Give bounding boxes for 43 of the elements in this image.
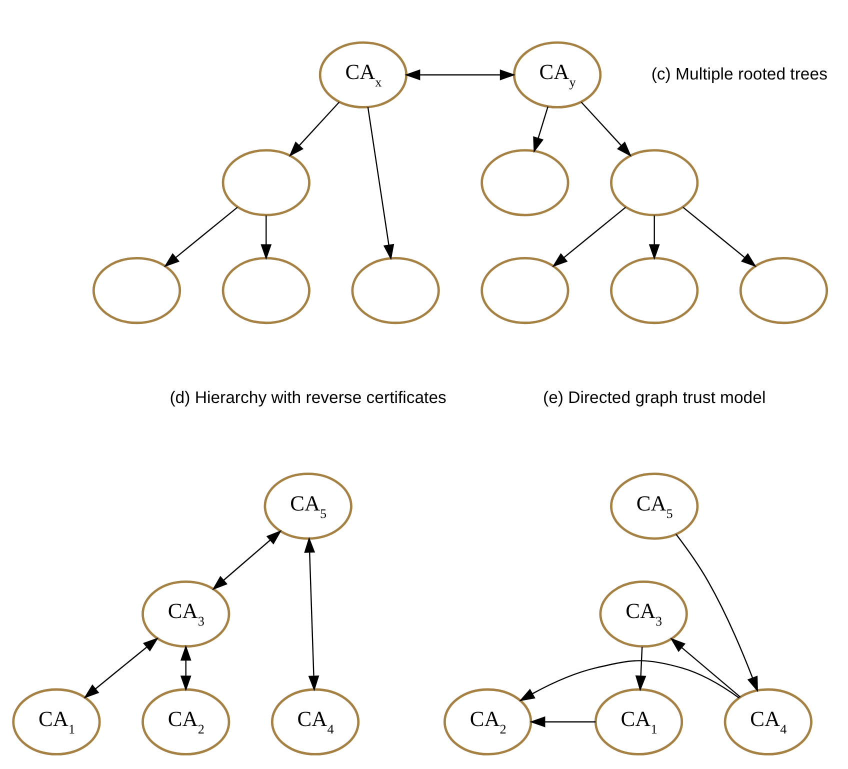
label: (d) Hierarchy with reverse certificates	[170, 387, 446, 406]
node-ellipse	[222, 256, 310, 324]
arrow	[519, 660, 740, 701]
node-ellipse	[92, 256, 182, 324]
arrow	[533, 106, 548, 152]
arrow	[304, 536, 320, 691]
node-ellipse: CA$_{1}$	[594, 688, 684, 755]
arrow	[260, 215, 272, 260]
arrow	[530, 716, 596, 727]
arrow	[212, 530, 282, 590]
node-ellipse: CA$_{y}$	[512, 40, 602, 108]
node-ellipse: CA$_{4}$	[724, 688, 812, 755]
arrow	[180, 644, 192, 691]
node-ellipse	[480, 256, 570, 324]
node-ellipse	[222, 148, 310, 216]
arrow	[676, 533, 758, 692]
node-ellipse: CA$_{1}$	[12, 688, 101, 755]
node-ellipse	[610, 256, 699, 324]
arrow	[670, 637, 741, 698]
node-ellipse: CA$_{2}$	[443, 688, 532, 755]
node-ellipse: CA$_{x}$	[318, 40, 408, 108]
arrow	[635, 646, 646, 691]
arrow	[288, 101, 340, 156]
node-ellipse: CA$_{3}$	[142, 580, 230, 648]
node-ellipse	[480, 148, 570, 216]
label: (c) Multiple rooted trees	[651, 64, 828, 83]
node-ellipse	[351, 256, 440, 324]
arrow	[648, 215, 660, 260]
node-ellipse: CA$_{5}$	[610, 472, 699, 540]
node-ellipse: CA$_{2}$	[142, 688, 230, 755]
arrow	[164, 206, 238, 267]
arrow	[682, 206, 756, 267]
label: (e) Directed graph trust model	[542, 387, 766, 406]
node-ellipse: CA$_{5}$	[264, 472, 352, 540]
arrow	[404, 68, 516, 80]
arrow	[84, 636, 159, 698]
node-ellipse	[739, 256, 828, 324]
arrow	[367, 106, 394, 260]
node-ellipse: CA$_{4}$	[270, 688, 360, 755]
arrow	[580, 101, 632, 156]
node-ellipse	[610, 148, 699, 216]
arrow	[552, 206, 626, 267]
node-ellipse: CA$_{3}$	[599, 580, 688, 648]
